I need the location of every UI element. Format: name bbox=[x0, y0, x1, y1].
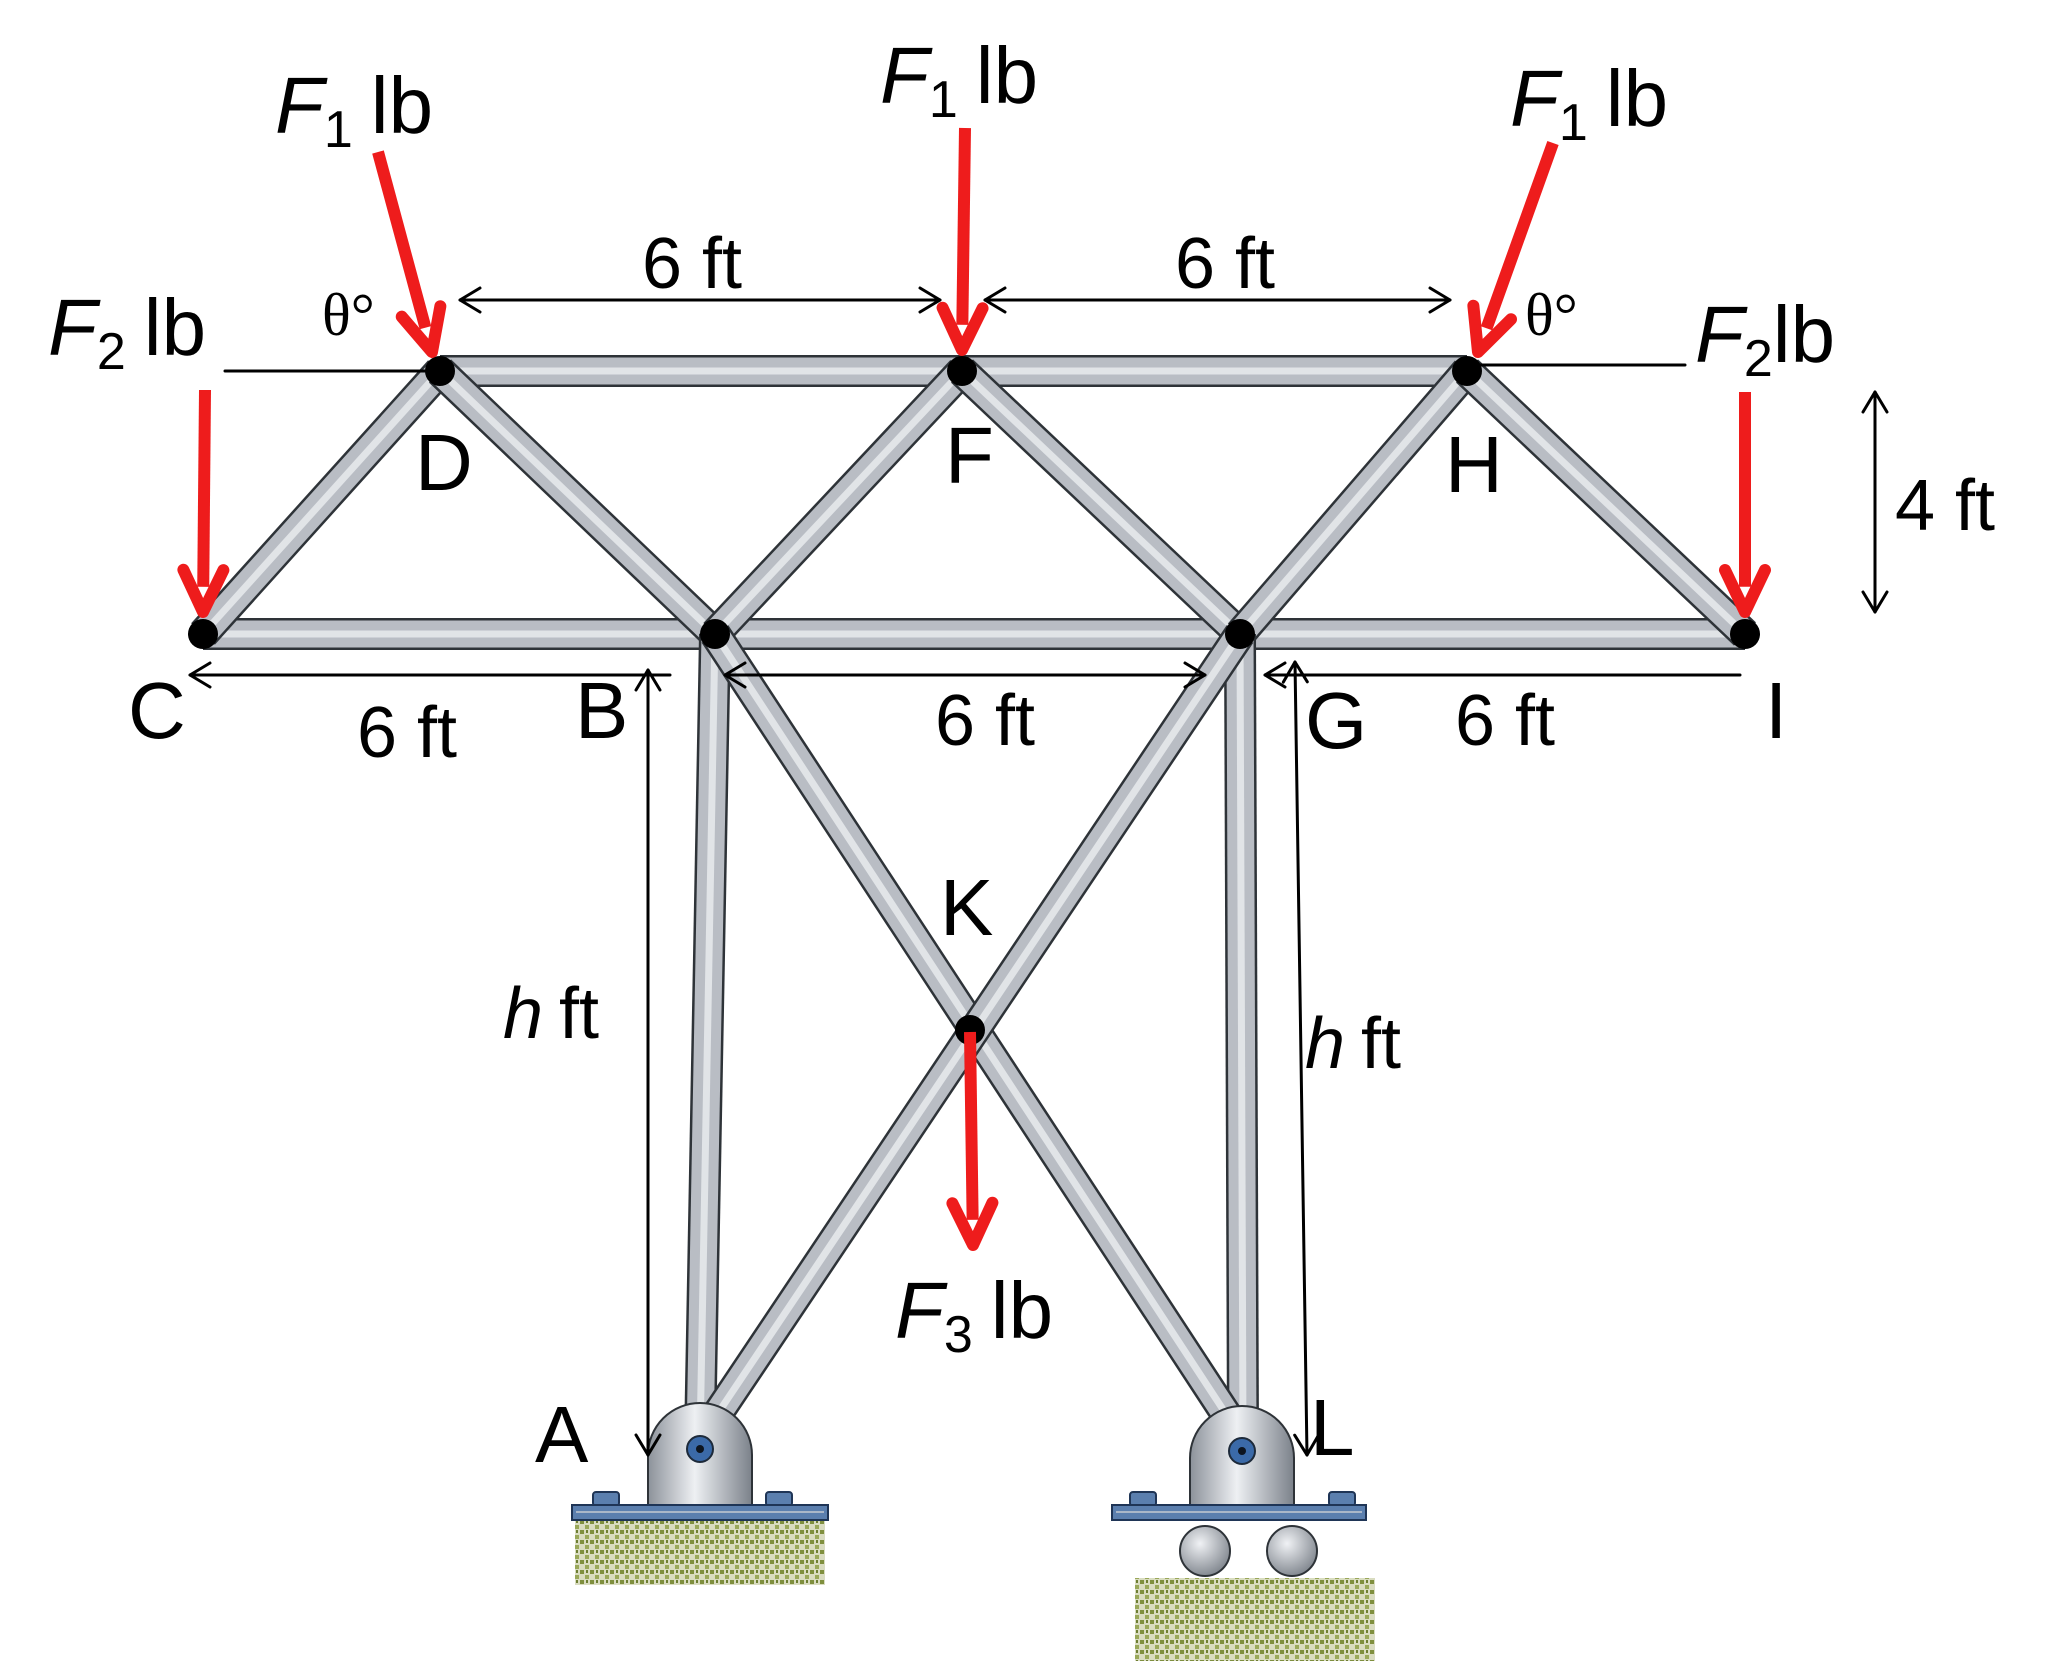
joint-label-b: B bbox=[575, 666, 628, 755]
joint-label-g: G bbox=[1305, 676, 1367, 765]
dim-line-h-left bbox=[634, 668, 662, 1457]
member-gl-column bbox=[1224, 633, 1259, 1441]
dim-line-bottom-bg bbox=[723, 661, 1207, 689]
member-db bbox=[428, 359, 727, 646]
member-bf bbox=[703, 360, 974, 645]
force-arrow-f1-center bbox=[936, 127, 989, 356]
joint-label-a: A bbox=[535, 1390, 589, 1479]
member-ba-column bbox=[684, 633, 731, 1441]
dim-label-bottom-bg: 6 ft bbox=[935, 681, 1035, 761]
dim-label-bottom-gi: 6 ft bbox=[1455, 681, 1555, 761]
dim-line-height bbox=[1861, 390, 1889, 614]
joint-i bbox=[1730, 619, 1760, 649]
joint-g bbox=[1225, 619, 1255, 649]
member-hi bbox=[1456, 359, 1756, 646]
dim-label-top-fh: 6 ft bbox=[1175, 224, 1275, 304]
joint-d bbox=[425, 356, 455, 386]
dim-line-h-right bbox=[1281, 660, 1321, 1457]
force-arrow-f3 bbox=[946, 1031, 999, 1251]
member-gh bbox=[1227, 360, 1480, 645]
force-arrow-f2-left bbox=[177, 389, 230, 618]
dim-label-height: 4 ft bbox=[1895, 466, 1995, 546]
joint-label-d: D bbox=[415, 418, 473, 507]
joint-f bbox=[947, 356, 977, 386]
pin-support-icon bbox=[571, 1402, 829, 1521]
dim-label-top-df: 6 ft bbox=[642, 224, 742, 304]
dim-line-top-fh bbox=[983, 286, 1452, 314]
dimension-lines bbox=[188, 286, 1889, 1457]
joint-label-h: H bbox=[1445, 420, 1503, 509]
joint-label-l: L bbox=[1310, 1383, 1355, 1472]
joint-c bbox=[188, 619, 218, 649]
force-arrow-f1-left bbox=[372, 150, 447, 358]
angle-label-right: θ° bbox=[1525, 282, 1578, 348]
force-label-f2-right: F2lb bbox=[1695, 290, 1835, 388]
dim-line-bottom-cb bbox=[188, 661, 672, 689]
joint-label-k: K bbox=[940, 863, 993, 952]
joints bbox=[188, 356, 1760, 1045]
joint-k bbox=[955, 1015, 985, 1045]
member-fg bbox=[951, 359, 1251, 646]
force-arrow-f2-right bbox=[1719, 392, 1771, 618]
dim-line-top-df bbox=[458, 286, 942, 314]
force-arrows bbox=[177, 127, 1771, 1251]
joint-label-f: F bbox=[945, 411, 994, 500]
joint-h bbox=[1452, 356, 1482, 386]
dim-label-bottom-cb: 6 ft bbox=[357, 693, 457, 773]
ground-left bbox=[575, 1520, 825, 1585]
roller-support-icon bbox=[1111, 1405, 1367, 1577]
joint-b bbox=[700, 619, 730, 649]
joint-label-i: I bbox=[1765, 666, 1787, 755]
angle-label-left: θ° bbox=[322, 282, 375, 348]
dim-line-bottom-gi bbox=[1263, 661, 1742, 689]
joint-label-c: C bbox=[128, 666, 186, 755]
force-arrow-f1-right bbox=[1467, 140, 1559, 358]
member-cd bbox=[191, 360, 452, 645]
ground-right bbox=[1135, 1578, 1375, 1661]
